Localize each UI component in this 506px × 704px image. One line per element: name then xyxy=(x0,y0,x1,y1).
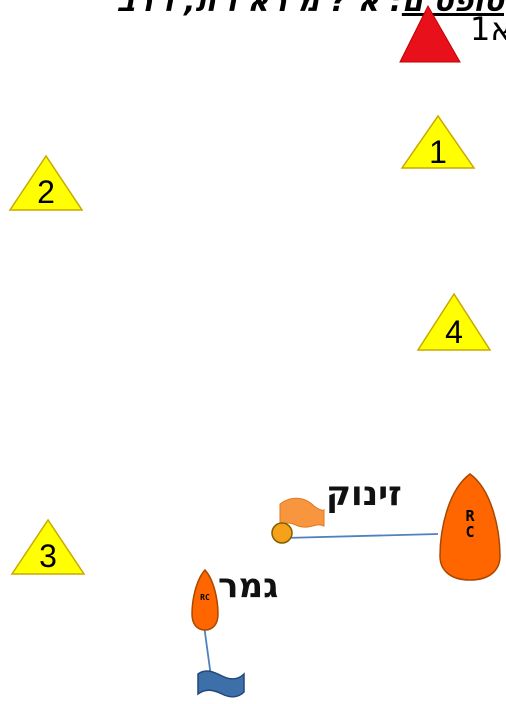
mark-3-triangle xyxy=(10,518,86,575)
finish-flag-icon xyxy=(197,670,245,698)
start-line-label: זינוק xyxy=(326,474,402,514)
start-boat-label: RC xyxy=(465,507,475,541)
mark-2-label: 2 xyxy=(37,174,55,210)
title-rest-part: : א ? מ רא ו ת, ו רב xyxy=(116,0,402,19)
mark-2-triangle xyxy=(8,154,84,211)
start-flag-icon xyxy=(279,497,325,528)
start-line xyxy=(283,533,439,539)
start-pin-buoy xyxy=(271,522,293,544)
mark-4-triangle xyxy=(416,292,492,351)
offset-mark-triangle xyxy=(399,4,461,63)
mark-4-label: 4 xyxy=(445,314,463,350)
finish-committee-boat xyxy=(191,568,219,631)
finish-line-label: גמר xyxy=(218,566,279,606)
mark-1-triangle xyxy=(400,114,476,169)
finish-boat-label: RC xyxy=(200,593,210,602)
start-committee-boat xyxy=(439,473,501,581)
offset-mark-label: 1א xyxy=(470,10,506,48)
mark-1-label: 1 xyxy=(429,134,447,170)
mark-3-label: 3 xyxy=(39,538,57,574)
